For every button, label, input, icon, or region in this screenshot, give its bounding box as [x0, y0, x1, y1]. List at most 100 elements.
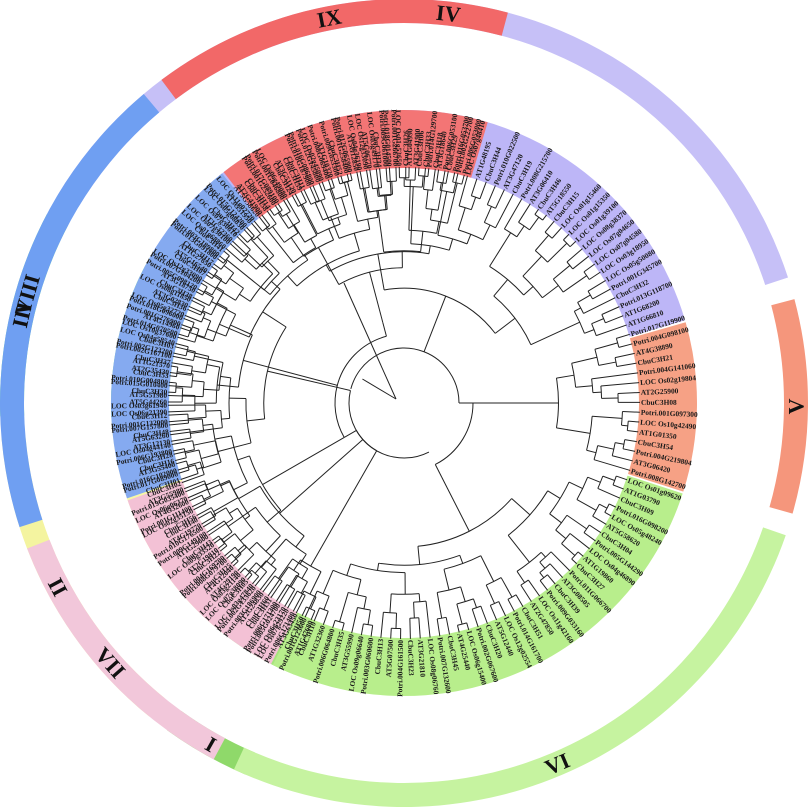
leaf-label: AT3G41900 [411, 128, 422, 166]
tree-branch [270, 559, 276, 566]
clade-ring-IX [161, 0, 508, 100]
tree-branch [420, 231, 424, 252]
tree-branch [211, 301, 236, 315]
tree-branch [571, 558, 578, 565]
tree-branch [295, 535, 305, 548]
tree-branch [203, 495, 211, 500]
tree-branch [489, 605, 498, 621]
tree-branch [346, 181, 359, 222]
leaf-label: AT3G21810 [416, 639, 428, 677]
tree-branch [562, 275, 587, 293]
tree-branch [448, 238, 454, 251]
tree-branch [275, 584, 288, 602]
tree-branch [183, 317, 195, 323]
tree-branch [542, 214, 547, 221]
tree-branch [278, 558, 293, 579]
tree-branch [168, 381, 177, 384]
leaf-label: Potri.001G097300 [641, 408, 698, 419]
tree-branch [587, 280, 606, 292]
tree-branch [321, 181, 326, 191]
tree-branch [261, 214, 271, 226]
tree-branch [325, 264, 331, 272]
tree-branch [177, 336, 195, 343]
tree-branch [277, 212, 289, 229]
tree-branch [429, 209, 433, 221]
tree-branch [295, 595, 306, 614]
tree-root [362, 378, 397, 400]
leaf-label: CbuC3H08 [641, 398, 677, 407]
clade-ring-VI [233, 527, 786, 807]
tree-branch [349, 173, 353, 181]
leaf-label: AT5G07500 [384, 639, 395, 677]
tree-branch [214, 435, 232, 440]
tree-branch [377, 210, 385, 253]
tree-branch [299, 553, 307, 565]
tree-branch [608, 503, 617, 508]
tree-branch [520, 584, 532, 602]
tree-branch [292, 590, 305, 612]
tree-branch [233, 482, 248, 491]
clade-band-V [627, 322, 697, 492]
tree-branch [290, 237, 305, 257]
tree-branch [523, 286, 534, 296]
tree-branch [363, 596, 367, 609]
leaf-label: Potri.001G132000 [111, 417, 169, 430]
tree-branch [328, 228, 335, 241]
clade-ring-IV [58, 0, 789, 285]
tree-branch [178, 333, 189, 338]
tree-branch [408, 179, 411, 231]
tree-branch [322, 611, 329, 625]
tree-branch [466, 622, 470, 631]
tree-branch [624, 439, 637, 443]
tree-branch [340, 197, 348, 215]
tree-branch [202, 279, 236, 301]
tree-branch [498, 601, 507, 617]
tree-branch [418, 617, 421, 639]
tree-branch [379, 168, 383, 188]
tree-branch [529, 216, 540, 231]
tree-branch [185, 449, 200, 454]
tree-branch [343, 182, 349, 196]
tree-branch [602, 475, 615, 481]
tree-branch [518, 203, 531, 223]
tree-branch [191, 370, 206, 374]
tree-branch [207, 328, 227, 337]
leaf-label: CbuC3H33 [421, 131, 433, 168]
tree-branch [576, 499, 597, 511]
tree-branch [200, 282, 208, 288]
tree-branch [196, 466, 204, 470]
tree-branch [470, 178, 478, 196]
tree-branch [294, 193, 318, 236]
tree-branch [248, 562, 257, 572]
tree-branch [262, 311, 287, 328]
tree-branch [584, 329, 595, 334]
tree-branch [555, 529, 567, 539]
tree-branch [437, 191, 448, 236]
tree-branch [269, 208, 275, 216]
tree-branch [435, 402, 474, 465]
tree-branch [229, 243, 245, 257]
tree-branch [183, 480, 205, 490]
clade-band-VII [127, 481, 298, 665]
tree-branch [612, 455, 633, 462]
tree-branch [285, 198, 301, 222]
tree-branch [549, 513, 562, 524]
tree-branch [217, 543, 225, 549]
tree-branch [339, 592, 349, 622]
tree-branch [540, 551, 546, 558]
tree-branch [310, 596, 317, 610]
tree-branch [246, 226, 255, 237]
tree-branch [621, 424, 628, 427]
tree-branch [466, 234, 472, 245]
tree-branch [323, 595, 330, 610]
tree-branch [423, 167, 426, 190]
tree-branch [220, 375, 231, 379]
tree-branch [507, 490, 549, 536]
tree-branch [534, 234, 550, 251]
leaf-label: Potri.004G161500 [395, 640, 405, 697]
tree-branch [443, 569, 450, 591]
tree-branch [583, 297, 616, 314]
tree-branch [223, 265, 235, 274]
tree-branch [600, 382, 640, 387]
